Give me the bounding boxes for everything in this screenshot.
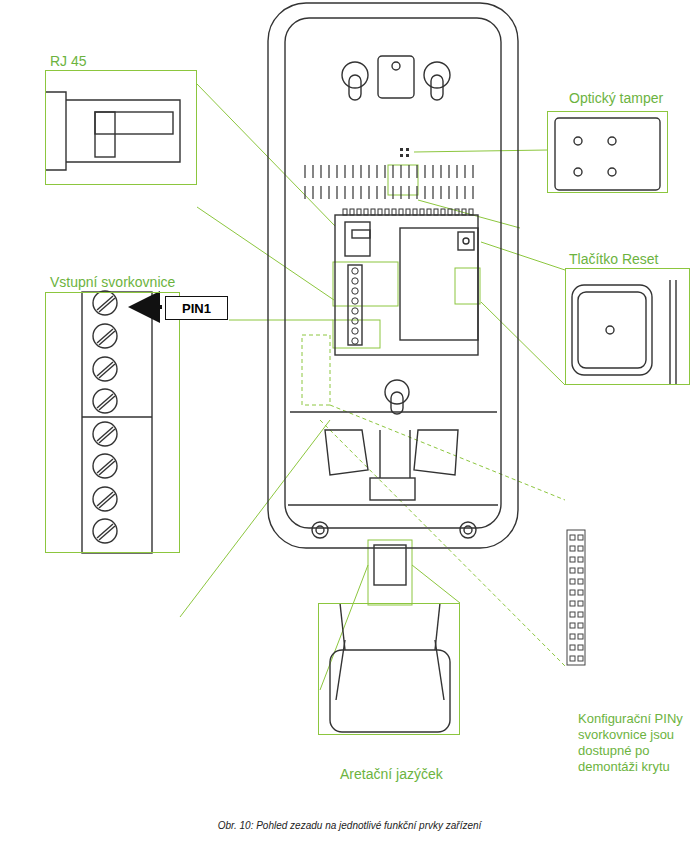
callout-box: Optický tamper [547,111,668,193]
part-label: RJ 45 [48,53,89,69]
pin-label: PIN1 [182,301,211,316]
part-label: Aretační jazýček [338,766,445,782]
pin-marker-box: PIN1 [165,296,228,320]
callout-box: Vstupní svorkovnice [45,292,180,553]
part-label: Optický tamper [567,90,665,106]
callout-box: Tlačítko Reset [565,268,690,385]
part-label: Tlačítko Reset [567,251,660,267]
callout-box: RJ 45 [45,70,197,185]
note-text: Konfigurační PINy svorkovnice jsou dostu… [578,711,697,775]
figure-caption: Obr. 10: Pohled zezadu na jednotlivé fun… [0,820,699,831]
callout-box: Aretační jazýček [318,603,460,735]
part-label: Vstupní svorkovnice [48,274,177,290]
